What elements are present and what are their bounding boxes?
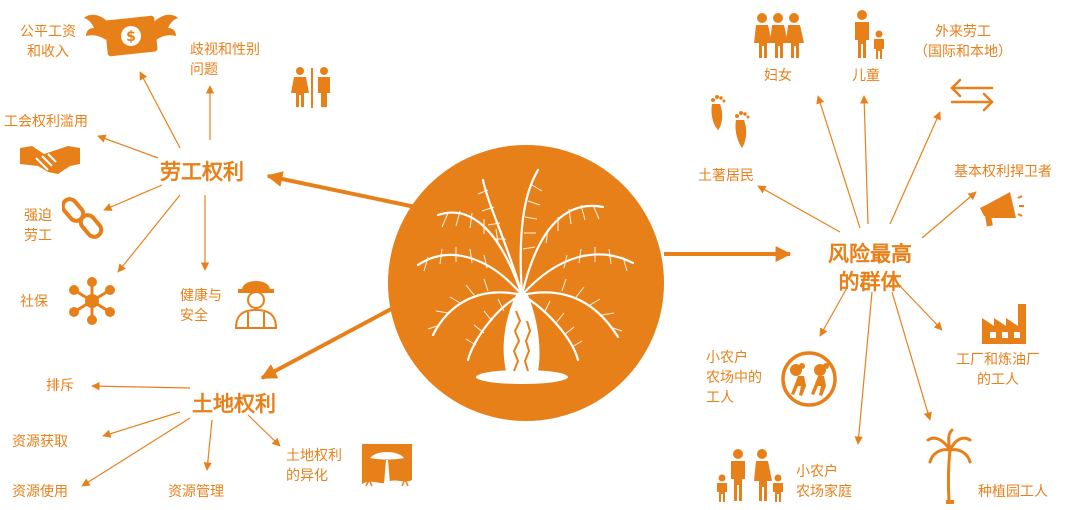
two-way-arrows-icon bbox=[950, 78, 994, 112]
resource-access-label: 资源获取 bbox=[12, 434, 68, 450]
indigenous-label: 土著居民 bbox=[698, 168, 754, 184]
smallholder-families-label: 小农户 农场家庭 bbox=[796, 464, 852, 500]
women-group-icon bbox=[754, 13, 804, 58]
children-label: 儿童 bbox=[852, 68, 880, 84]
land-rights-title: 土地权利 bbox=[192, 392, 276, 416]
high-risk-title: 风险最高 的群体 bbox=[828, 242, 912, 294]
discrimination-label: 歧视和性别 问题 bbox=[190, 42, 260, 78]
adult-child-icon bbox=[855, 10, 884, 59]
handshake-icon bbox=[20, 146, 80, 174]
megaphone-icon bbox=[980, 192, 1024, 227]
svg-text:$: $ bbox=[126, 29, 136, 45]
smallholder-workers-label: 小农户 农场中的 工人 bbox=[706, 350, 762, 406]
carrying-workers-icon bbox=[781, 351, 837, 407]
factory-icon bbox=[982, 304, 1026, 344]
hardhat-worker-icon bbox=[234, 281, 278, 329]
footprints-icon bbox=[711, 95, 750, 148]
exclusion-label: 排斥 bbox=[46, 378, 74, 394]
restroom-gender-icon bbox=[291, 67, 330, 108]
land-alienation-label: 土地权利 的异化 bbox=[286, 448, 342, 484]
women-label: 妇女 bbox=[764, 68, 792, 84]
migrant-workers-label: 外来劳工 （国际和本地） bbox=[914, 24, 1012, 60]
social-security-label: 社保 bbox=[20, 294, 48, 310]
arrow-to-labor-rights bbox=[266, 171, 421, 210]
palm-tree-icon bbox=[926, 428, 972, 504]
resource-management-label: 资源管理 bbox=[168, 484, 224, 500]
family-icon bbox=[717, 449, 783, 502]
savanna-tree-icon bbox=[362, 444, 412, 490]
rights-defenders-label: 基本权利捍卫者 bbox=[954, 164, 1052, 180]
chain-link-icon bbox=[62, 197, 104, 239]
factory-workers-label: 工厂和炼油厂 的工人 bbox=[956, 352, 1040, 388]
forced-labor-label: 强迫 劳工 bbox=[24, 208, 52, 244]
labor-rights-title: 劳工权利 bbox=[160, 160, 244, 184]
plantation-workers-label: 种植园工人 bbox=[978, 484, 1048, 500]
arrow-to-land-rights bbox=[260, 298, 409, 380]
resource-use-label: 资源使用 bbox=[12, 484, 68, 500]
oil-palm-tree-icon bbox=[388, 145, 664, 421]
union-rights-label: 工会权利滥用 bbox=[4, 114, 88, 130]
winged-money-icon: $ bbox=[84, 14, 178, 57]
social-network-icon bbox=[69, 277, 115, 325]
fair-wages-label: 公平工资 和收入 bbox=[20, 24, 76, 60]
health-safety-label: 健康与 安全 bbox=[180, 288, 222, 324]
